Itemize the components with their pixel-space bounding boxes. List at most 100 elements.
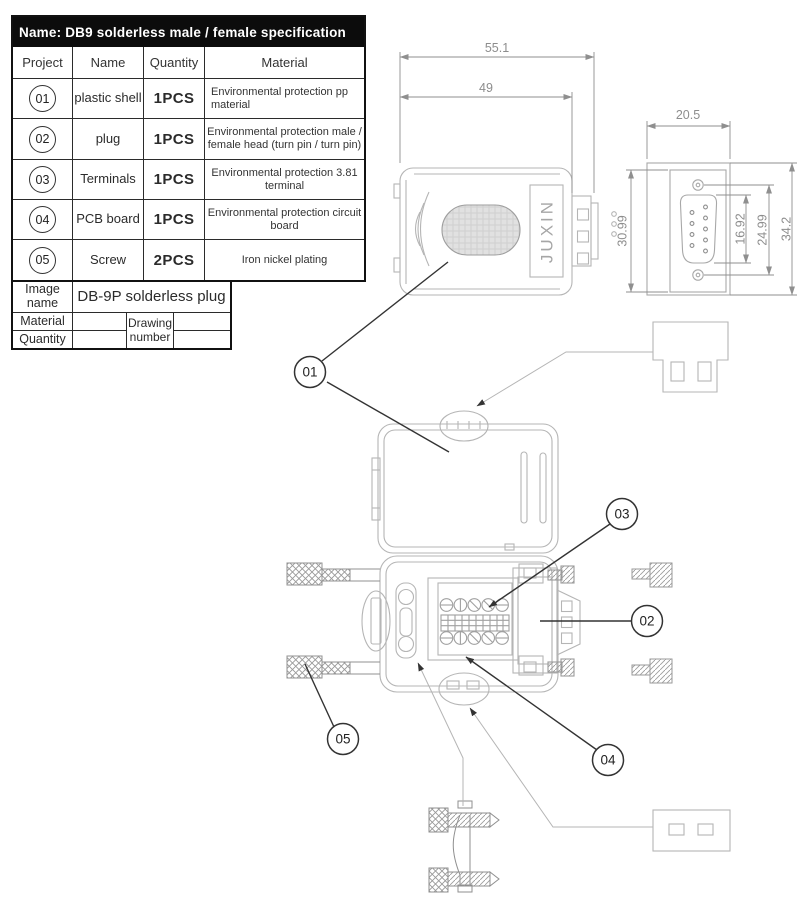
detail-links	[417, 351, 653, 828]
detail-screw-bottom-shaft	[447, 871, 491, 887]
material-label: Material	[13, 313, 73, 331]
pin-field	[689, 204, 708, 254]
flange-clip-top	[518, 563, 544, 584]
jack-screw-detail-top	[631, 568, 651, 580]
callout-02-bubble	[630, 604, 664, 638]
strain-relief-detail	[652, 809, 731, 852]
terminal-screws-top	[439, 598, 509, 612]
table-cell-quantity: 2PCS	[144, 240, 205, 280]
quantity-label: Quantity	[13, 331, 73, 348]
terminal-contacts	[440, 614, 510, 632]
dim-pin-field-height: 16.92	[733, 213, 747, 244]
snout-end-cap	[590, 202, 599, 260]
link-strain-relief-detail	[469, 707, 653, 828]
drawing-number-line1: Drawing	[127, 316, 172, 331]
shell-latch-notch	[393, 257, 401, 273]
dim-body-width: 49	[479, 81, 493, 95]
image-name-label: Image name	[13, 282, 73, 313]
leader-03	[488, 523, 611, 608]
image-name-value: DB-9P solderless plug	[73, 282, 230, 313]
table-row-project-badge: 02	[13, 119, 73, 160]
item-number-badge: 01	[29, 85, 56, 112]
side-view-dimensions	[399, 52, 595, 193]
quantity-value-empty	[73, 331, 127, 348]
table-cell-material: Environmental protection circuit board	[205, 200, 364, 240]
col-header-quantity: Quantity	[144, 47, 205, 79]
callout-03-label: 03	[614, 507, 629, 522]
detail-screw-top-head	[428, 807, 449, 833]
leader-01-side-view	[321, 261, 449, 362]
cover-latch	[371, 457, 381, 521]
brand-label: JUXIN	[537, 199, 556, 263]
table-cell-name: plastic shell	[73, 79, 144, 119]
clamp-screw-top	[286, 562, 323, 586]
callout-05-label: 05	[335, 732, 350, 747]
flange-clip-bottom	[518, 655, 544, 676]
bottom-assembly	[361, 555, 581, 706]
face-view	[646, 162, 731, 296]
grip-wave-arc	[420, 191, 430, 267]
screw-hole-top	[692, 179, 704, 191]
callouts: 01 02 03 04 05	[293, 355, 664, 777]
material-value-empty	[73, 313, 127, 331]
dim-face-inner-height: 30.99	[615, 215, 629, 246]
col-header-name: Name	[73, 47, 144, 79]
table-cell-quantity: 1PCS	[144, 119, 205, 160]
strain-relief-outline	[652, 809, 731, 852]
cable-grommet	[361, 590, 391, 652]
table-cell-quantity: 1PCS	[144, 200, 205, 240]
spec-table-main: Name: DB9 solderless male / female speci…	[11, 15, 366, 282]
item-number-badge: 05	[29, 246, 56, 274]
grip-wave-arc	[417, 202, 425, 256]
table-row-project-badge: 03	[13, 160, 73, 200]
link-screws-detail	[417, 662, 464, 806]
shell-latch-notch	[393, 183, 401, 199]
table-cell-material: Environmental protection male / female h…	[205, 119, 364, 160]
drawing-number-line2: number	[129, 329, 171, 344]
drawing-number-label: Drawing number	[127, 313, 174, 348]
screw-hole-bottom	[692, 269, 704, 281]
table-cell-material: Environmental protection 3.81 terminal	[205, 160, 364, 200]
callout-05-bubble	[326, 722, 360, 756]
thumb-grip	[441, 204, 521, 256]
table-cell-name: PCB board	[73, 200, 144, 240]
assembly-screws	[286, 562, 380, 679]
leader-04	[465, 656, 598, 751]
table-row-project-badge: 01	[13, 79, 73, 119]
face-outer	[646, 162, 731, 296]
item-number-badge: 04	[29, 206, 56, 233]
leader-01-cover	[326, 381, 450, 453]
link-top-detail	[476, 351, 653, 407]
flange-jack-screws	[547, 565, 575, 677]
side-view	[393, 167, 617, 296]
spec-table: Name: DB9 solderless male / female speci…	[11, 15, 366, 350]
callout-01-label: 01	[302, 365, 317, 380]
col-header-project: Project	[13, 47, 73, 79]
callout-03-bubble	[605, 497, 639, 531]
drawing-number-value-empty	[174, 313, 230, 331]
callout-leaders	[304, 261, 631, 751]
strain-relief-bubble	[438, 672, 490, 706]
base-shell-outline	[379, 555, 559, 693]
dim-screw-span: 24.99	[755, 214, 769, 245]
vent-detail-bubble	[439, 410, 489, 442]
shell-inside-view	[371, 410, 559, 554]
table-cell-material: Environmental protection pp material	[205, 79, 364, 119]
face-inner	[669, 169, 727, 293]
dim-face-height: 34.2	[779, 217, 793, 241]
brand-frame	[529, 184, 564, 278]
detail-screw-top-shaft	[447, 812, 491, 828]
callout-01-bubble	[293, 355, 327, 389]
cover-slot	[520, 451, 528, 524]
callout-04-label: 04	[600, 753, 616, 768]
table-cell-name: plug	[73, 119, 144, 160]
jack-screw-details	[631, 562, 673, 684]
dsub-shroud	[679, 194, 718, 264]
col-header-material: Material	[205, 47, 364, 79]
table-row-project-badge: 04	[13, 200, 73, 240]
cover-slot	[539, 452, 547, 524]
item-number-badge: 03	[29, 166, 56, 193]
table-cell-quantity: 1PCS	[144, 79, 205, 119]
leader-05	[304, 663, 335, 728]
